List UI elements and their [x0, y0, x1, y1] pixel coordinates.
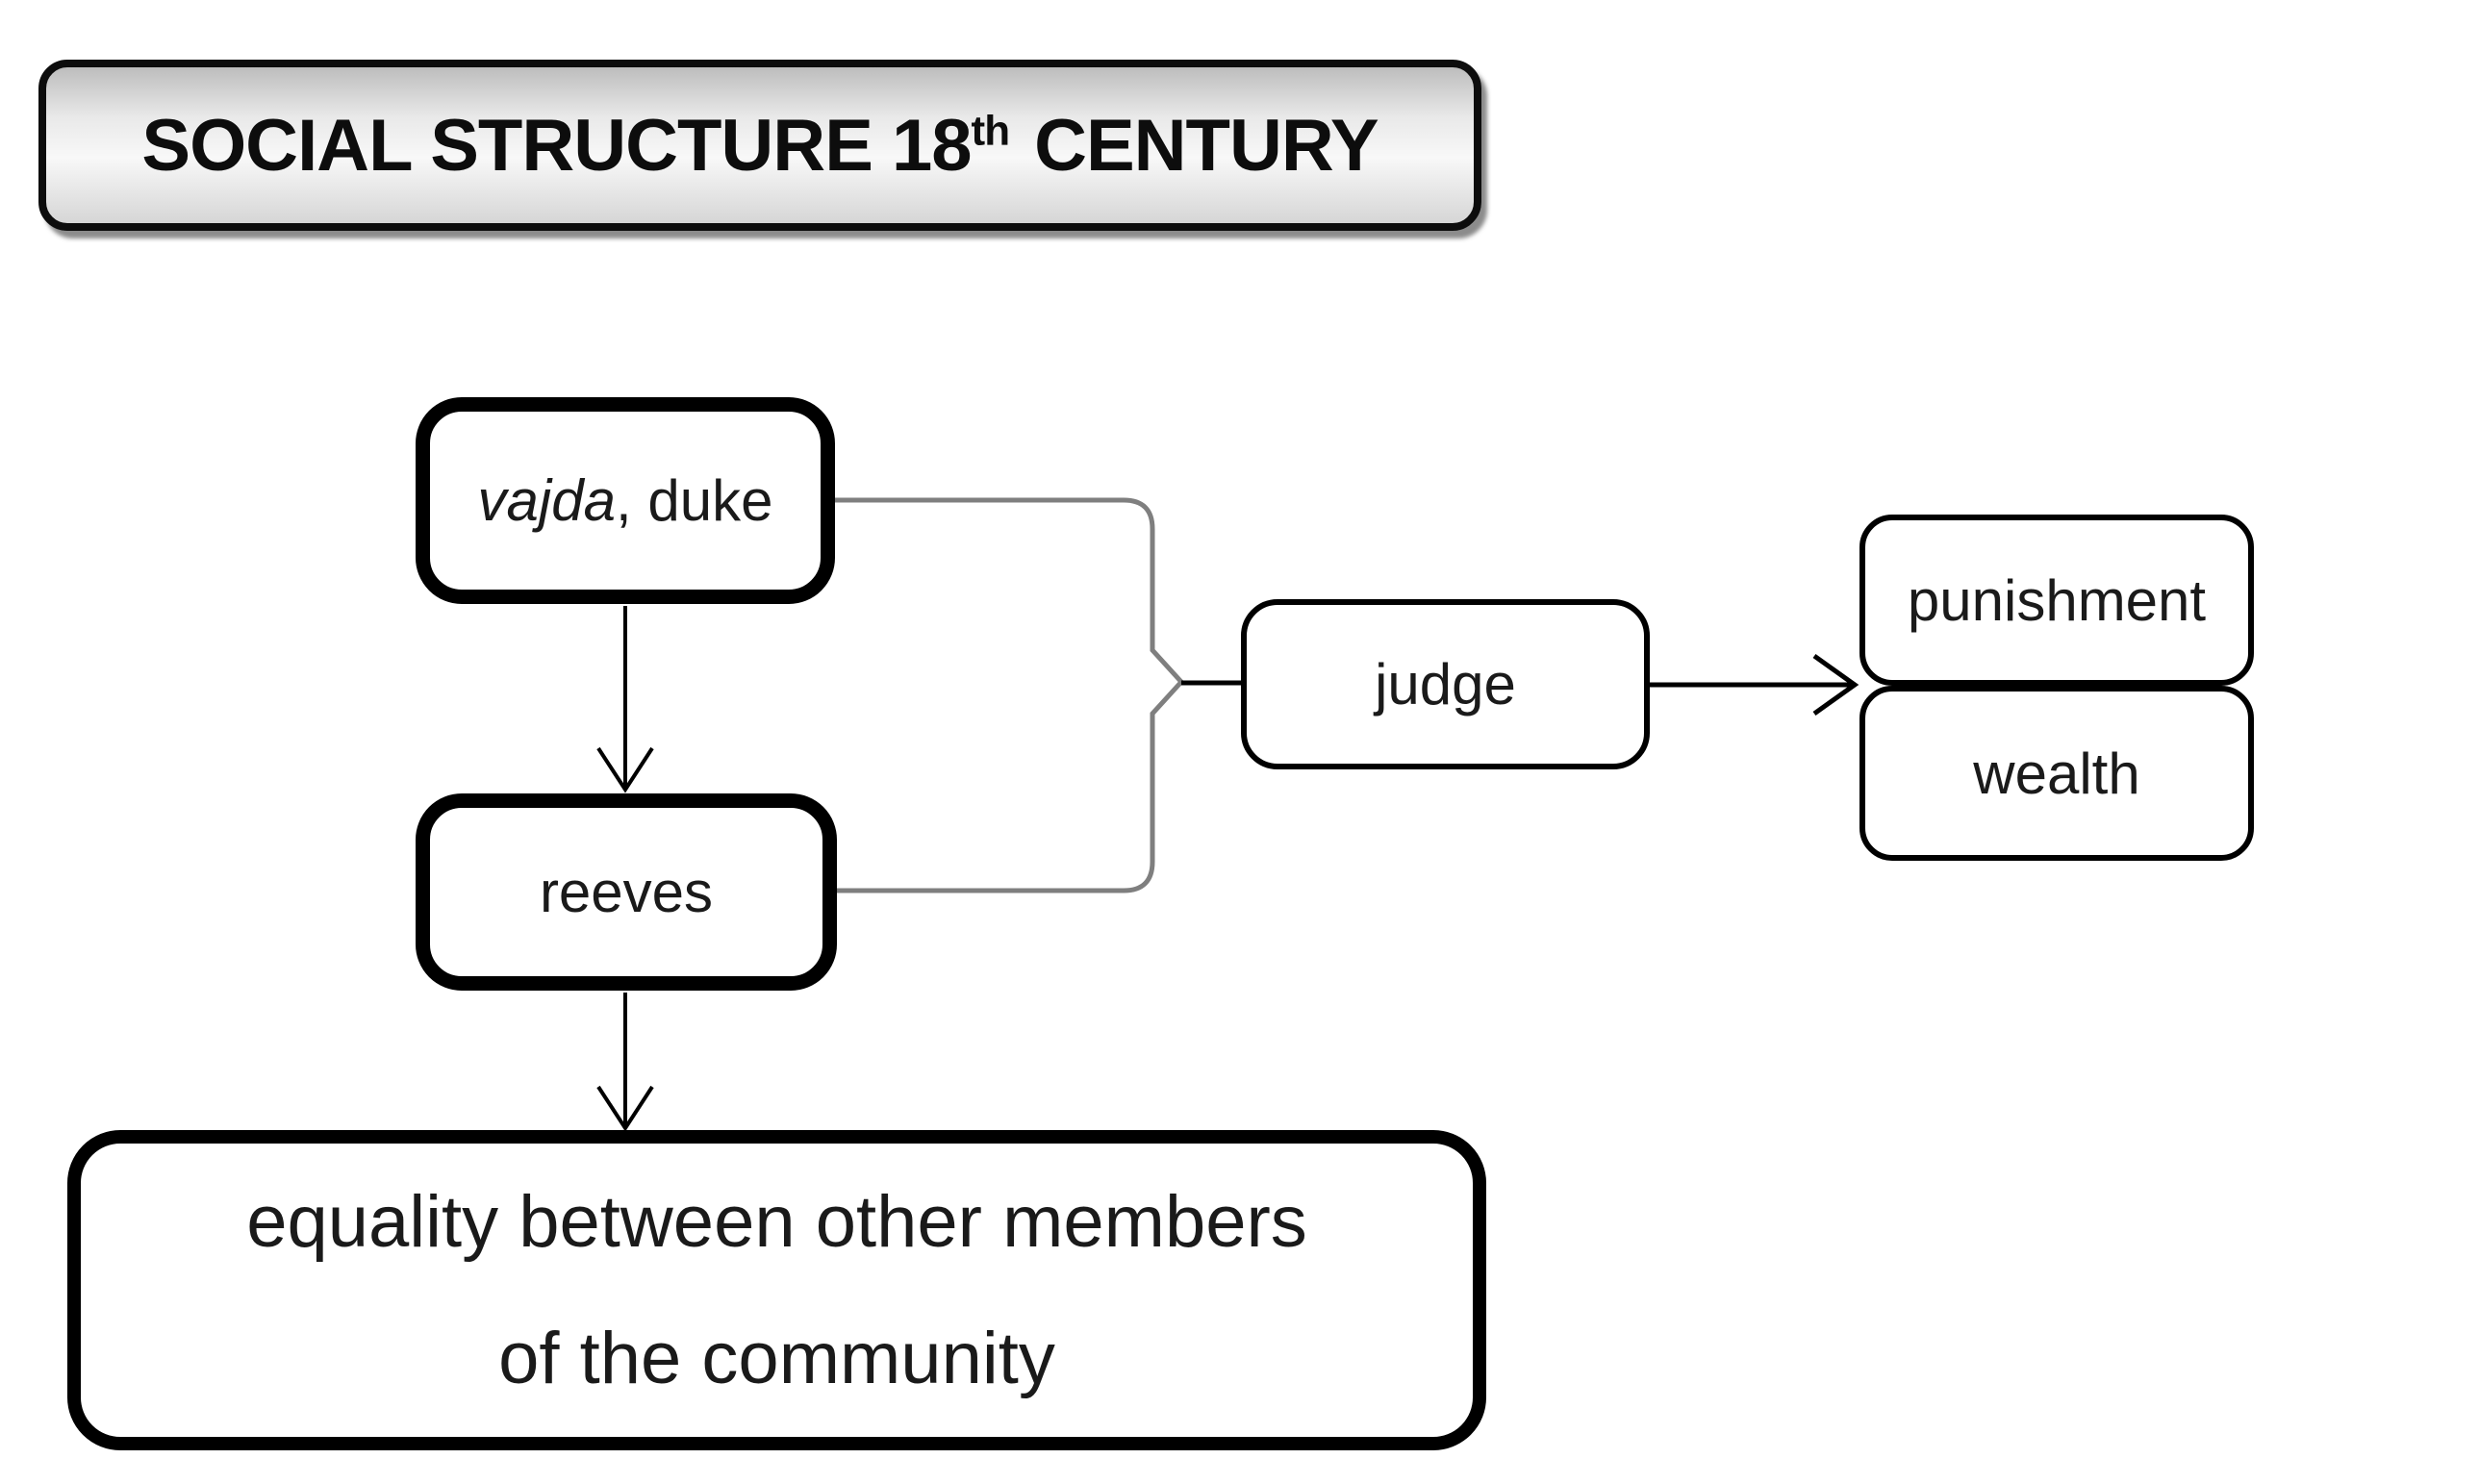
- arrow-reeves-to-equality-head: [596, 1085, 654, 1132]
- arrow-judge-to-outcomes: [1648, 653, 1859, 717]
- title-superscript: th: [971, 107, 1011, 155]
- node-punishment-label: punishment: [1907, 567, 2207, 633]
- arrow-judge-to-outcomes-head: [1812, 653, 1859, 717]
- node-reeves: reeves: [416, 793, 837, 991]
- equality-line-1: equality between other members: [246, 1180, 1307, 1263]
- title-suffix: CENTURY: [1034, 104, 1379, 187]
- node-judge-label: judge: [1375, 652, 1516, 717]
- node-wealth-label: wealth: [1973, 741, 2140, 806]
- node-reeves-label: reeves: [539, 860, 714, 924]
- node-vajda-duke-label: vajda, duke: [478, 467, 773, 534]
- title-box: SOCIAL STRUCTURE 18th CENTURY: [38, 60, 1481, 231]
- vajda-italic-text: vajda: [477, 468, 616, 533]
- title-prefix: SOCIAL STRUCTURE 18: [141, 104, 972, 187]
- arrow-reeves-to-equality: [596, 993, 654, 1132]
- equality-line-2: of the community: [498, 1317, 1055, 1399]
- node-judge: judge: [1241, 599, 1650, 769]
- arrow-vajda-to-reeves-head: [596, 746, 654, 793]
- vajda-rest-text: , duke: [615, 468, 773, 533]
- brace-connector: [833, 497, 1185, 893]
- node-equality: equality between other members of the co…: [67, 1130, 1486, 1450]
- title-text: SOCIAL STRUCTURE 18th CENTURY: [141, 104, 1379, 188]
- arrow-vajda-to-reeves: [596, 606, 654, 793]
- node-punishment: punishment: [1859, 515, 2254, 686]
- node-wealth: wealth: [1859, 686, 2254, 861]
- node-equality-label: equality between other members of the co…: [246, 1154, 1307, 1427]
- node-vajda-duke: vajda, duke: [416, 397, 835, 604]
